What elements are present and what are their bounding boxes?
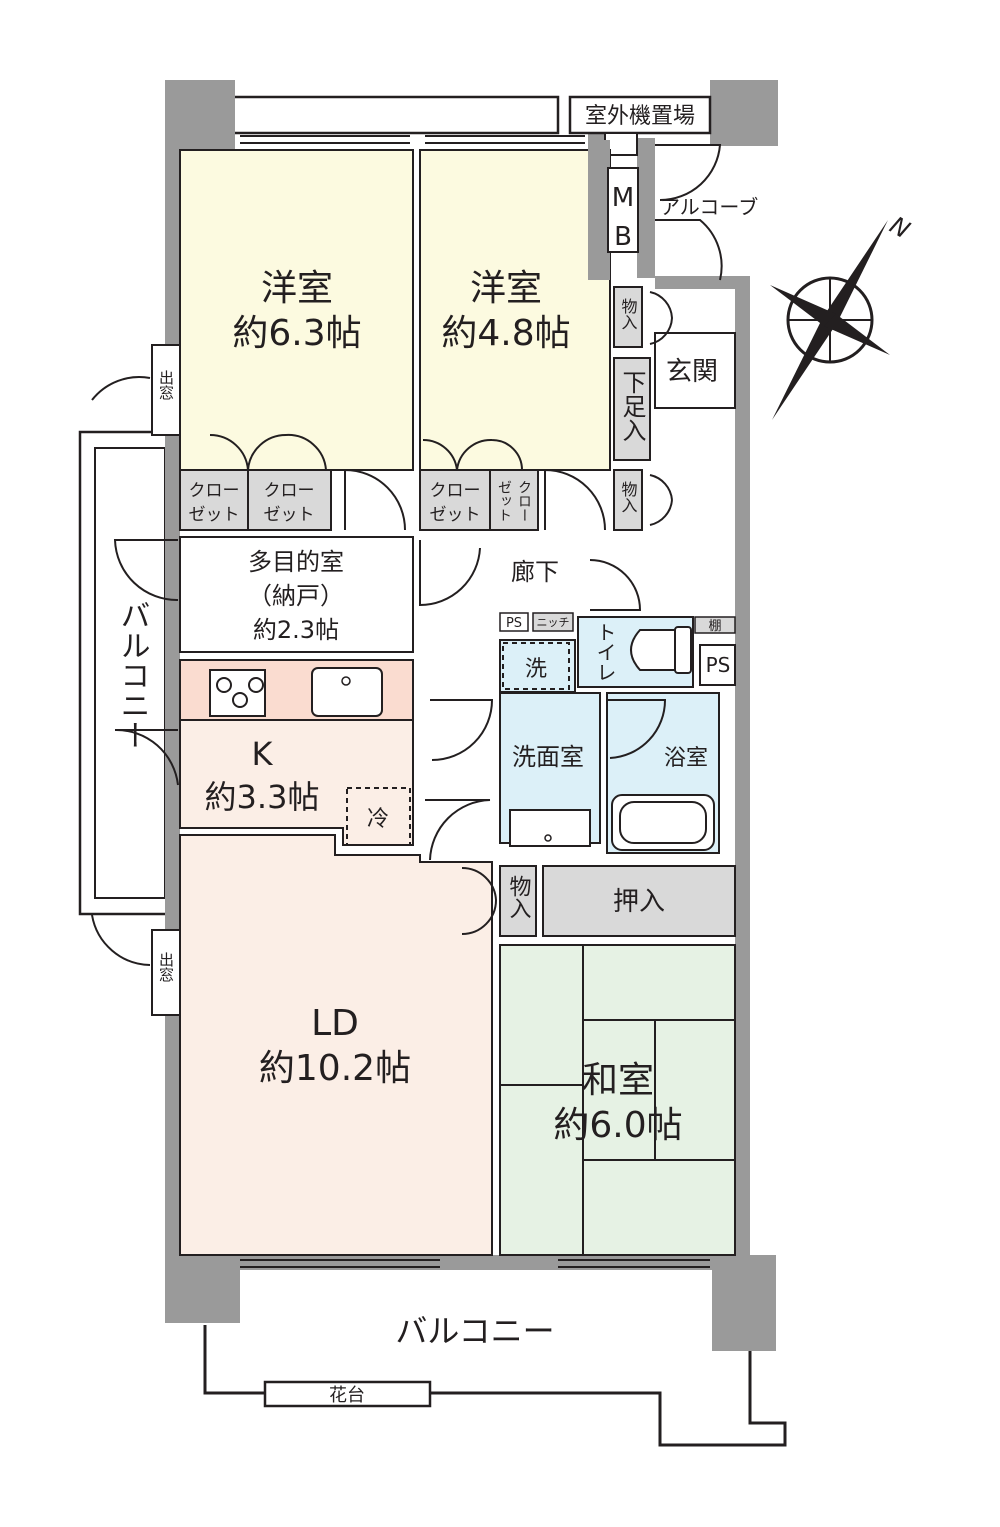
north-balcony-outline: [235, 95, 560, 135]
western-2-name: 洋室: [470, 268, 542, 309]
column-nw: [165, 80, 235, 150]
west-balcony-inner: [94, 447, 166, 899]
oshiire: [542, 865, 736, 937]
room-multipurpose: [179, 536, 414, 653]
monoire-entrance-top: [613, 286, 643, 348]
japanese-size: 約6.0帖: [553, 1105, 682, 1146]
monoire-entrance-bottom-label: 物入: [619, 481, 638, 513]
ps-toilet-label: PS: [706, 653, 731, 677]
ps-top-left-label: PS: [506, 616, 522, 631]
ps-top-left: [499, 612, 529, 632]
wall-north-strip: [655, 276, 750, 289]
burner-2: [232, 692, 248, 708]
wall-mb-east: [637, 138, 655, 278]
monoire-ld-label: 物入: [506, 875, 532, 919]
wall-west: [165, 140, 180, 1265]
toilet-label: トイレ: [593, 622, 617, 682]
bay-window-south: [151, 929, 181, 1016]
compass: N: [770, 211, 915, 420]
bay-window-south-label: 出窓: [157, 952, 175, 982]
closet-2a-line1: クロー: [430, 481, 481, 501]
ld-size: 約10.2帖: [259, 1048, 411, 1089]
meter-box: [607, 167, 639, 253]
oshiire-label: 押入: [613, 887, 665, 917]
outdoor-unit-area: [568, 95, 712, 135]
fridge-label: 冷: [367, 807, 389, 832]
meter-box-m: M: [612, 183, 634, 213]
compass-needle-south: [772, 315, 835, 420]
closet-2b-line2: ゼット: [496, 480, 512, 522]
door-swings: [91, 144, 723, 966]
closet-1a-line2: ゼット: [189, 505, 240, 525]
washer-label: 洗: [525, 657, 547, 682]
washroom-label: 洗面室: [512, 743, 584, 771]
multipurpose-note: （納戸）: [248, 582, 344, 610]
room-ld: [179, 834, 493, 1256]
western-2-size: 約4.8帖: [441, 313, 570, 354]
japanese-name: 和室: [582, 1060, 654, 1101]
monoire-entrance-top-label: 物入: [619, 298, 638, 330]
compass-needle-north: [825, 220, 888, 325]
flower-bed: [263, 1380, 432, 1408]
bathroom-label: 浴室: [664, 746, 708, 771]
meter-box-b: B: [614, 222, 632, 252]
south-balcony-label: バルコニー: [395, 1312, 554, 1350]
kitchen-sink: [311, 667, 383, 717]
closet-1b-line2: ゼット: [264, 505, 315, 525]
closet-2b-line1: クロー: [516, 480, 532, 522]
closet-1a-line1: クロー: [189, 481, 240, 501]
kitchen-name: K: [252, 735, 274, 773]
toilet-bowl: [630, 629, 676, 671]
south-balcony-railing: [203, 1325, 787, 1447]
closet-1a: [179, 469, 249, 531]
multipurpose-size: 約2.3帖: [253, 616, 339, 644]
room-western-2: [419, 149, 611, 471]
niche-label: ニッチ: [537, 616, 570, 629]
western-1-name: 洋室: [261, 268, 333, 309]
shelf-label: 棚: [708, 619, 721, 634]
ld-name: LD: [311, 1003, 359, 1044]
monoire-entrance-bottom: [613, 469, 643, 531]
niche: [532, 612, 574, 632]
ps-toilet: [699, 644, 736, 686]
room-entrance: [654, 332, 736, 409]
burner-3: [248, 677, 264, 693]
washer-space: [502, 642, 570, 690]
closet-2a: [419, 469, 491, 531]
flower-bed-label: 花台: [329, 1385, 365, 1406]
room-western-1: [179, 149, 414, 471]
closet-1b: [247, 469, 332, 531]
shoe-box-label: 下足入: [618, 370, 646, 442]
west-balcony-label: バルコニー: [115, 600, 150, 750]
wall-east: [735, 276, 750, 1266]
closet-2a-line2: ゼット: [430, 505, 481, 525]
bay-window-north: [151, 344, 181, 436]
bay-window-north-label: 出窓: [157, 370, 175, 400]
closet-2b: [489, 469, 539, 531]
multipurpose-name: 多目的室: [248, 548, 344, 576]
windows: [240, 135, 710, 1268]
burner-1: [216, 677, 232, 693]
kitchen-size: 約3.3帖: [205, 778, 320, 816]
bathtub: [611, 794, 715, 851]
outdoor-unit-label: 室外機置場: [585, 104, 695, 129]
washer-area: [499, 639, 576, 693]
shelf: [694, 616, 736, 634]
tatami-lines: [500, 945, 735, 1255]
alcove-label: アルコーブ: [660, 195, 758, 219]
column-se: [712, 1255, 776, 1351]
room-japanese: [499, 944, 736, 1256]
compass-north-label: N: [885, 211, 915, 244]
corridor-label: 廊下: [511, 558, 559, 586]
closet-1b-line1: クロー: [264, 481, 315, 501]
shoe-box: [613, 357, 651, 461]
entrance-label: 玄関: [666, 357, 718, 387]
monoire-ld: [499, 865, 537, 937]
fridge-space: [346, 787, 411, 846]
western-1-size: 約6.3帖: [232, 313, 361, 354]
column-ne: [710, 80, 778, 146]
